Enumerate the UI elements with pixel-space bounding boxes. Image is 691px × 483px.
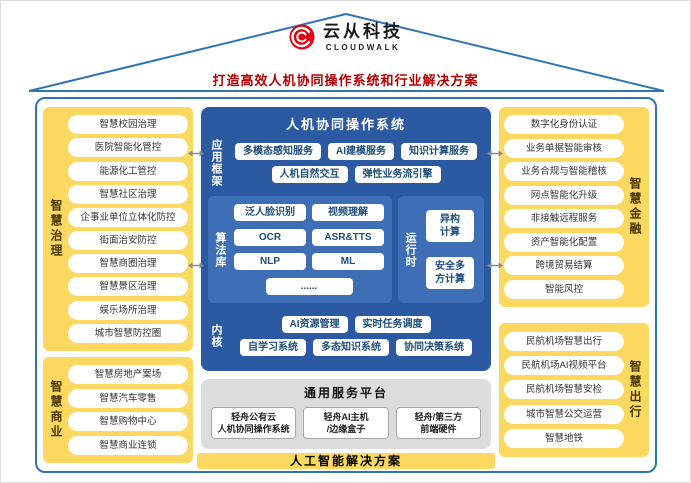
algorithm-pill: ASR&TTS xyxy=(312,228,384,246)
platform-pill: 轻舟AI主机 /边缘盒子 xyxy=(303,406,389,440)
travel-item: 民航机场AI视频平台 xyxy=(504,356,624,376)
finance-item: 智能风控 xyxy=(504,279,624,299)
algorithm-label: 算法库 xyxy=(214,231,226,268)
kernel-pill: 实时任务调度 xyxy=(354,315,431,333)
algorithm-pill: NLP xyxy=(234,253,306,271)
commerce-item: 智慧商业连锁 xyxy=(68,435,188,455)
runtime-pill: 安全多 方计算 xyxy=(426,256,474,289)
finance-item: 资产智能化配置 xyxy=(504,232,624,252)
governance-item: 智慧社区治理 xyxy=(68,184,188,204)
finance-item: 网点智能化升级 xyxy=(504,185,624,205)
finance-item: 业务合规与智能稽核 xyxy=(504,162,624,182)
ai-solutions-banner: 人工智能解决方案 xyxy=(197,453,495,469)
algorithm-pill: OCR xyxy=(234,228,306,246)
finance-item: 业务单据智能审核 xyxy=(504,138,624,158)
governance-item: 能源化工管控 xyxy=(68,161,188,181)
travel-block: 智慧出行 民航机场智慧出行 民航机场AI视频平台 民航机场智慧安检 城市智慧公交… xyxy=(499,323,649,457)
runtime-pill-line: 异构 xyxy=(440,214,460,226)
commerce-block: 智慧商业 智慧房地产案场 智慧汽车零售 智慧购物中心 智慧商业连锁 xyxy=(43,357,193,463)
double-arrow-icon xyxy=(487,145,503,157)
governance-items: 智慧校园治理 医院智能化管控 能源化工管控 智慧社区治理 企事业单位立体化防控 … xyxy=(68,114,188,344)
app-framework-label: 应用框架 xyxy=(210,139,222,188)
runtime-panel: 运行时 异构 计算 安全多 方计算 xyxy=(398,195,484,304)
platform-pill-line: /边缘盒子 xyxy=(326,424,366,434)
runtime-label: 运行时 xyxy=(404,231,416,268)
governance-block: 智慧治理 智慧校园治理 医院智能化管控 能源化工管控 智慧社区治理 企事业单位立… xyxy=(43,107,193,351)
governance-item: 智慧景区治理 xyxy=(68,277,188,297)
platform-pill-line: 前端硬件 xyxy=(420,424,457,434)
double-arrow-icon xyxy=(188,145,204,157)
tagline: 打造高效人机协同操作系统和行业解决方案 xyxy=(212,73,479,88)
app-framework-pill: 弹性业务流引擎 xyxy=(354,166,441,184)
governance-item: 医院智能化管控 xyxy=(68,138,188,158)
governance-item: 娱乐场所治理 xyxy=(68,300,188,320)
platform-pill: 轻舟公有云 人机协同操作系统 xyxy=(211,406,297,440)
app-framework-pill: AI建模服务 xyxy=(328,143,394,161)
commerce-item: 智慧房地产案场 xyxy=(68,365,188,385)
commerce-items: 智慧房地产案场 智慧汽车零售 智慧购物中心 智慧商业连锁 xyxy=(68,364,188,456)
cloudwalk-logo: 云从科技 CLOUDWALK xyxy=(1,22,690,52)
app-framework-pill: 知识计算服务 xyxy=(401,143,477,161)
platform-pill-line: 轻舟/第三方 xyxy=(414,411,463,422)
governance-item: 智慧校园治理 xyxy=(68,115,188,135)
double-arrow-icon xyxy=(188,257,204,269)
double-arrow-icon xyxy=(487,257,503,269)
os-box: 人机协同操作系统 应用框架 多模态感知服务 AI建模服务 知识计算服务 人机自然… xyxy=(201,107,491,371)
platform-pill-line: 轻舟AI主机 xyxy=(323,411,369,422)
main-panel: 智慧治理 智慧校园治理 医院智能化管控 能源化工管控 智慧社区治理 企事业单位立… xyxy=(35,97,657,473)
governance-item: 企事业单位立体化防控 xyxy=(68,207,188,227)
platform-pill-line: 轻舟公有云 xyxy=(231,411,277,422)
runtime-pill: 异构 计算 xyxy=(426,210,474,243)
kernel-pill: 多态知识系统 xyxy=(313,338,389,356)
algorithm-pill: ML xyxy=(312,253,384,271)
algorithm-panel: 算法库 泛人脸识别 视频理解 OCR ASR&TTS NLP ML ...... xyxy=(208,195,392,304)
platform-pill-line: 人机协同操作系统 xyxy=(217,424,290,434)
cloudwalk-logo-icon xyxy=(289,24,315,50)
travel-label: 智慧出行 xyxy=(628,360,642,420)
logo-company-name: 云从科技 xyxy=(323,22,403,41)
kernel-pill: 自学习系统 xyxy=(240,338,306,356)
kernel-section: 内核 AI资源管理 实时任务调度 自学习系统 多态知识系统 协同决策系统 xyxy=(208,307,484,364)
middle-section: 算法库 泛人脸识别 视频理解 OCR ASR&TTS NLP ML ......… xyxy=(208,195,484,304)
runtime-pill-line: 方计算 xyxy=(435,273,465,285)
commerce-item: 智慧汽车零售 xyxy=(68,388,188,408)
platform-pill: 轻舟/第三方 前端硬件 xyxy=(395,406,481,440)
governance-item: 智慧商圈治理 xyxy=(68,254,188,274)
service-platform-box: 通用服务平台 轻舟公有云 人机协同操作系统 轻舟AI主机 /边缘盒子 轻舟/第三… xyxy=(201,379,491,449)
commerce-label: 智慧商业 xyxy=(49,380,63,440)
logo-company-name-en: CLOUDWALK xyxy=(325,42,401,52)
finance-label: 智慧金融 xyxy=(628,177,642,237)
governance-item: 街面治安防控 xyxy=(68,231,188,251)
finance-item: 跨境贸易结算 xyxy=(504,256,624,276)
travel-item: 民航机场智慧安检 xyxy=(504,380,624,400)
kernel-label: 内核 xyxy=(210,323,222,348)
travel-item: 智慧地铁 xyxy=(504,428,624,448)
travel-items: 民航机场智慧出行 民航机场AI视频平台 民航机场智慧安检 城市智慧公交运营 智慧… xyxy=(504,330,624,450)
app-framework-section: 应用框架 多模态感知服务 AI建模服务 知识计算服务 人机自然交互 弹性业务流引… xyxy=(208,135,484,192)
runtime-pill-line: 安全多 xyxy=(435,260,465,272)
service-platform-title: 通用服务平台 xyxy=(303,386,388,400)
kernel-pill: AI资源管理 xyxy=(281,315,348,333)
finance-items: 数字化身份认证 业务单据智能审核 业务合规与智能稽核 网点智能化升级 非接触远程… xyxy=(504,114,624,300)
finance-item: 非接触远程服务 xyxy=(504,209,624,229)
governance-item: 城市智慧防控圈 xyxy=(68,323,188,343)
governance-label: 智慧治理 xyxy=(49,199,63,259)
travel-item: 城市智慧公交运营 xyxy=(504,404,624,424)
app-framework-pill: 人机自然交互 xyxy=(271,166,348,184)
commerce-item: 智慧购物中心 xyxy=(68,412,188,432)
algorithm-pill: 视频理解 xyxy=(312,204,384,222)
algorithm-pill: 泛人脸识别 xyxy=(234,204,306,222)
kernel-pill: 协同决策系统 xyxy=(396,338,472,356)
runtime-pill-line: 计算 xyxy=(440,227,460,239)
os-title: 人机协同操作系统 xyxy=(285,117,406,132)
finance-block: 智慧金融 数字化身份认证 业务单据智能审核 业务合规与智能稽核 网点智能化升级 … xyxy=(499,107,649,307)
travel-item: 民航机场智慧出行 xyxy=(504,332,624,352)
app-framework-pill: 多模态感知服务 xyxy=(235,143,321,161)
finance-item: 数字化身份认证 xyxy=(504,115,624,135)
algorithm-more-pill: ...... xyxy=(265,277,353,295)
